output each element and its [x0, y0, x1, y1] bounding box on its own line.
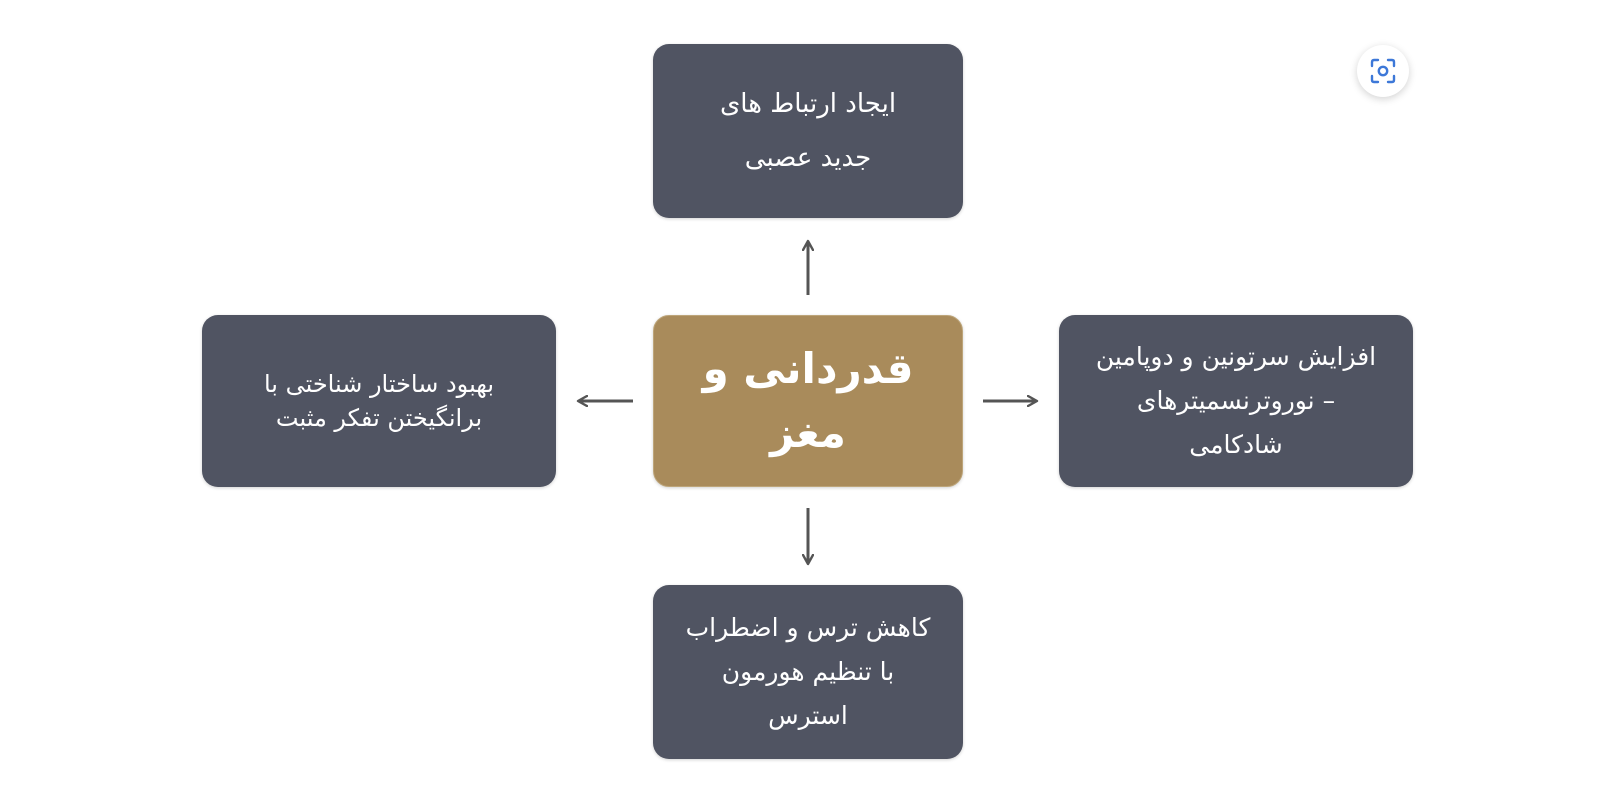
- node-text-line: شادکامی: [1189, 430, 1283, 459]
- node-text-line: – نوروترنسمیترهای: [1136, 386, 1336, 415]
- node-text-line: استرس: [768, 701, 848, 730]
- node-new-neural-connections: ایجاد ارتباط های جدید عصبی: [653, 44, 963, 218]
- node-text-line: جدید عصبی: [744, 143, 872, 173]
- node-text-line: برانگیختن تفکر مثبت: [275, 404, 483, 432]
- visual-search-button[interactable]: [1357, 45, 1409, 97]
- node-cognitive-structure: بهبود ساختار شناختی با برانگیختن تفکر مث…: [202, 315, 556, 487]
- node-text-line: بهبود ساختار شناختی با: [263, 370, 495, 398]
- node-serotonin-dopamine: افزایش سرتونین و دوپامین – نوروترنسمیتره…: [1059, 315, 1413, 487]
- visual-search-icon: [1370, 58, 1396, 84]
- node-text-line: با تنظیم هورمون: [721, 657, 895, 686]
- node-gratitude-and-brain: قدردانی و مغز: [653, 315, 963, 487]
- node-reduce-fear-anxiety: کاهش ترس و اضطراب با تنظیم هورمون استرس: [653, 585, 963, 759]
- center-title-line: مغز: [770, 408, 846, 457]
- center-title-line: قدردانی و: [702, 344, 914, 393]
- node-text-line: ایجاد ارتباط های: [719, 89, 897, 119]
- node-text-line: کاهش ترس و اضطراب: [685, 613, 931, 642]
- node-text-line: افزایش سرتونین و دوپامین: [1095, 342, 1377, 371]
